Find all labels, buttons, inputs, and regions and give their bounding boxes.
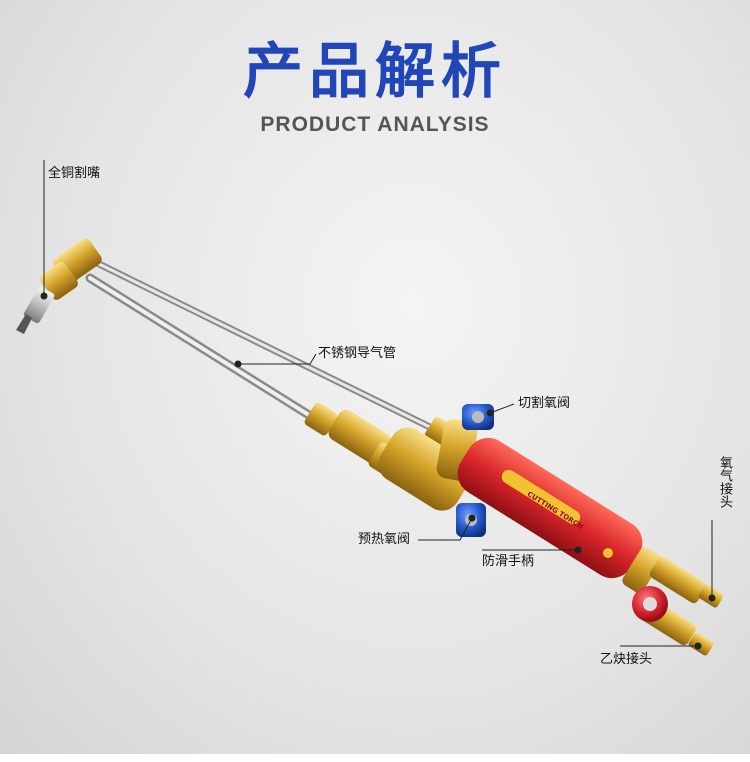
anti-slip-handle: CUTTING TORCH: [457, 437, 643, 579]
page-title: 产品解析: [243, 37, 507, 107]
callout-acetylene-joint: 乙炔接头: [600, 652, 653, 667]
cut-oxygen-valve: [462, 404, 494, 430]
callout-cut-valve: 切割氧阀: [518, 396, 571, 411]
callout-lines: [40, 160, 716, 650]
callout-tube: 不锈钢导气管: [318, 346, 397, 361]
callout-nozzle: 全铜割嘴: [48, 166, 101, 181]
page-subtitle: PRODUCT ANALYSIS: [260, 113, 490, 136]
copper-nozzle: [16, 238, 102, 334]
callout-preheat-valve: 预热氧阀: [358, 532, 411, 547]
stainless-tubes: [85, 258, 444, 436]
callout-handle: 防滑手柄: [482, 554, 535, 569]
brass-body: [304, 402, 478, 511]
bottom-strip: [0, 754, 750, 762]
acetylene-valve: [632, 586, 668, 622]
callout-oxygen-joint: 氧气接头: [717, 456, 732, 508]
